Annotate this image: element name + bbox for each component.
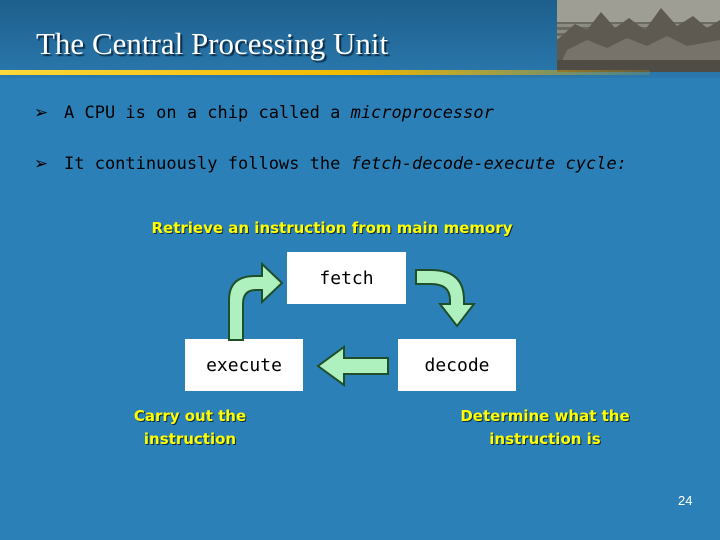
bullet-1: ➢ A CPU is on a chip called a microproces…: [34, 103, 494, 123]
arrow-fetch-to-decode: [415, 269, 477, 328]
bullet-2: ➢ It continuously follows the fetch-decod…: [34, 154, 627, 174]
decode-caption: Determine what the instruction is: [445, 405, 645, 451]
temple-photo: [557, 0, 720, 72]
arrowhead-bullet-icon: ➢: [34, 103, 49, 123]
bullet-1-text: A CPU is on a chip called a: [64, 103, 351, 123]
execute-caption-line-1: Carry out the: [133, 407, 247, 425]
decode-caption-line-2: instruction is: [489, 430, 601, 448]
page-number: 24: [678, 493, 693, 508]
arrowhead-bullet-icon: ➢: [34, 154, 49, 174]
decode-box: decode: [398, 339, 516, 391]
title-underline: [0, 70, 650, 75]
arrow-execute-to-fetch: [228, 261, 284, 341]
decode-caption-line-1: Determine what the: [460, 407, 630, 425]
execute-caption-line-2: instruction: [143, 430, 237, 448]
bullet-2-emphasis: fetch-decode-execute cycle:: [350, 154, 627, 174]
bullet-1-emphasis: microprocessor: [350, 103, 494, 123]
fetch-box: fetch: [287, 252, 406, 304]
arrow-decode-to-execute: [316, 345, 389, 387]
bullet-2-text: It continuously follows the: [64, 154, 351, 174]
execute-box: execute: [185, 339, 303, 391]
slide-title: The Central Processing Unit: [36, 26, 389, 61]
execute-caption: Carry out the instruction: [100, 405, 280, 451]
fetch-caption: Retrieve an instruction from main memory: [151, 219, 513, 237]
